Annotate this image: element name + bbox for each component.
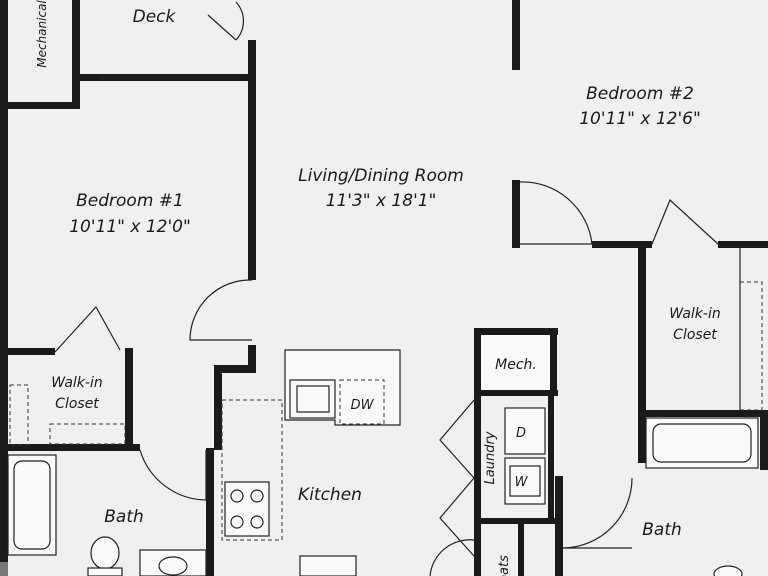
edge-block <box>0 562 8 576</box>
bath-fixtures <box>0 417 759 576</box>
wall <box>206 448 214 576</box>
door-swing <box>54 305 121 353</box>
door-swing <box>562 477 633 549</box>
tub-basin <box>13 460 51 550</box>
room-label-bedroom2: Bedroom #2 <box>586 84 694 104</box>
fridge <box>299 555 357 576</box>
appliance-label-washer: W <box>515 475 529 490</box>
burner <box>250 515 264 529</box>
wall <box>760 410 768 470</box>
room-label-walkin2-line2: Closet <box>673 327 717 343</box>
dishwasher <box>339 379 385 425</box>
linework <box>9 1 763 576</box>
wall <box>214 365 222 450</box>
door-swing <box>139 449 207 501</box>
wall <box>592 241 652 248</box>
wall <box>548 390 554 524</box>
wall <box>72 0 80 109</box>
wall <box>0 444 140 451</box>
room-dims-bedroom2: 10'11" x 12'6" <box>579 109 701 129</box>
room-label-walkin2-line1: Walk-in <box>669 306 720 322</box>
room-label-walkin1-line1: Walk-in <box>51 375 102 391</box>
wall <box>555 476 563 576</box>
wall <box>248 345 256 367</box>
wall <box>474 328 558 335</box>
wall <box>718 241 768 248</box>
room-dims-bedroom1: 10'11" x 12'0" <box>69 217 191 237</box>
door-swing <box>439 399 475 557</box>
sink-basin <box>296 385 330 413</box>
closet-shelf <box>739 281 763 411</box>
room-label-bath1: Bath <box>104 507 144 527</box>
burner <box>230 515 244 529</box>
room-dims-living: 11'3" x 18'1" <box>326 191 437 211</box>
toilet-tank <box>87 567 123 576</box>
wall <box>248 40 256 280</box>
appliance-label-dishwasher: DW <box>351 398 375 413</box>
closet-shelf <box>49 423 126 445</box>
wall <box>518 524 524 576</box>
room-label-bedroom1: Bedroom #1 <box>76 191 184 211</box>
wall <box>638 241 646 463</box>
door-swing <box>207 1 245 41</box>
burner <box>230 489 244 503</box>
wall <box>474 328 481 576</box>
wall <box>550 328 557 396</box>
room-label-living: Living/Dining Room <box>298 166 464 186</box>
room-label-deck: Deck <box>133 7 177 27</box>
wall <box>0 348 55 355</box>
room-label-walkin1-line2: Closet <box>55 396 99 412</box>
wall <box>474 518 558 524</box>
wall <box>512 180 520 248</box>
dryer <box>504 407 546 455</box>
room-label-mech: Mech. <box>495 357 537 373</box>
room-label-bath2: Bath <box>642 520 682 540</box>
wall <box>0 0 8 108</box>
toilet-1 <box>90 536 120 570</box>
sink-1 <box>158 556 188 576</box>
room-label-laundry: Laundry <box>483 431 498 484</box>
room-label-coats: Coats <box>497 555 512 576</box>
tub-basin <box>652 423 752 463</box>
wall <box>0 108 8 576</box>
door-swing <box>189 279 253 341</box>
stove <box>224 481 270 537</box>
closet-shelf <box>9 384 29 446</box>
counter-left <box>221 399 283 541</box>
room-label-kitchen: Kitchen <box>298 485 362 505</box>
wall <box>125 348 133 450</box>
washer-lid <box>509 465 541 497</box>
appliance-label-dryer: D <box>516 426 526 441</box>
laundry-fixtures <box>504 407 546 505</box>
wall <box>638 410 768 417</box>
room-label-mechanical: Mechanical <box>35 0 49 68</box>
kitchen-fixtures <box>221 349 401 576</box>
door-swing <box>519 181 593 245</box>
wall <box>512 0 520 70</box>
wall <box>474 390 558 396</box>
door-swing <box>429 539 475 576</box>
wall <box>0 102 80 109</box>
door-swing <box>651 198 719 245</box>
toilet-2 <box>713 565 743 576</box>
labels: Deck Mechanical Bedroom #1 10'11" x 12'0… <box>35 0 721 576</box>
burner <box>250 489 264 503</box>
wall <box>214 365 256 373</box>
